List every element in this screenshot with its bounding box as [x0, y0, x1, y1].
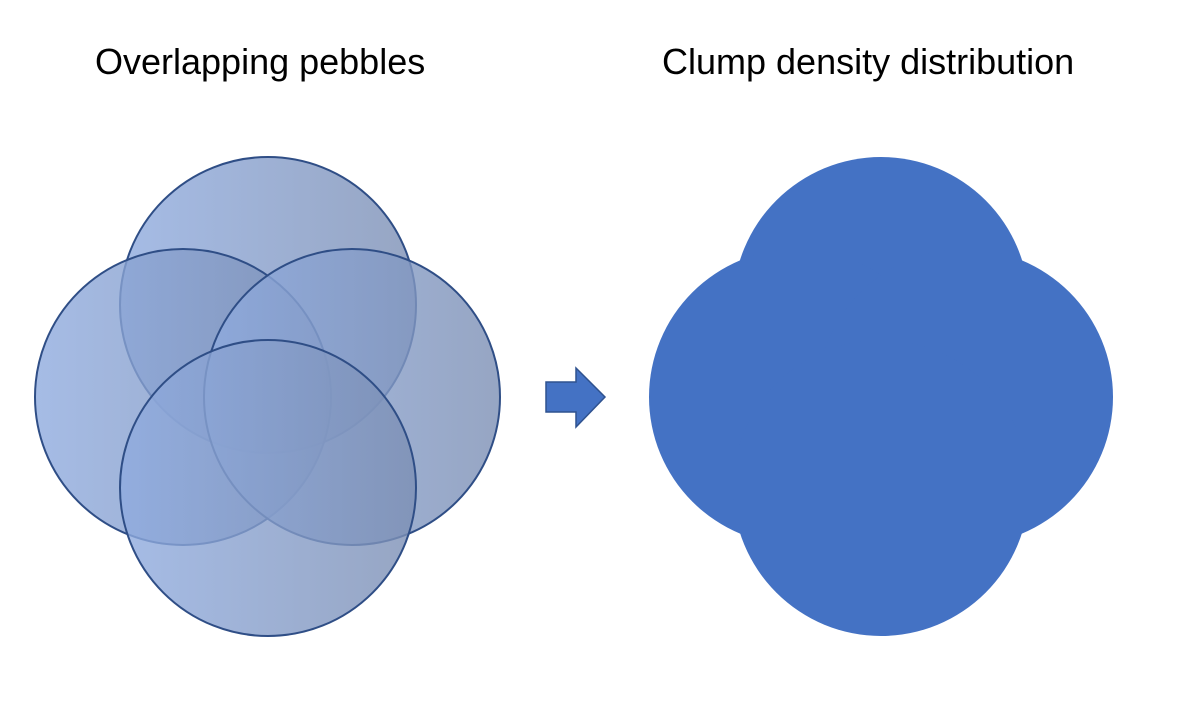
clump-shape: [649, 157, 1113, 636]
overlapping-pebbles: [34, 156, 501, 637]
transform-arrow-icon: [545, 366, 607, 429]
clump-lobe-bottom: [733, 340, 1029, 636]
pebble-bottom: [119, 339, 417, 637]
right-title: Clump density distribution: [662, 41, 1075, 82]
left-title: Overlapping pebbles: [95, 41, 426, 82]
